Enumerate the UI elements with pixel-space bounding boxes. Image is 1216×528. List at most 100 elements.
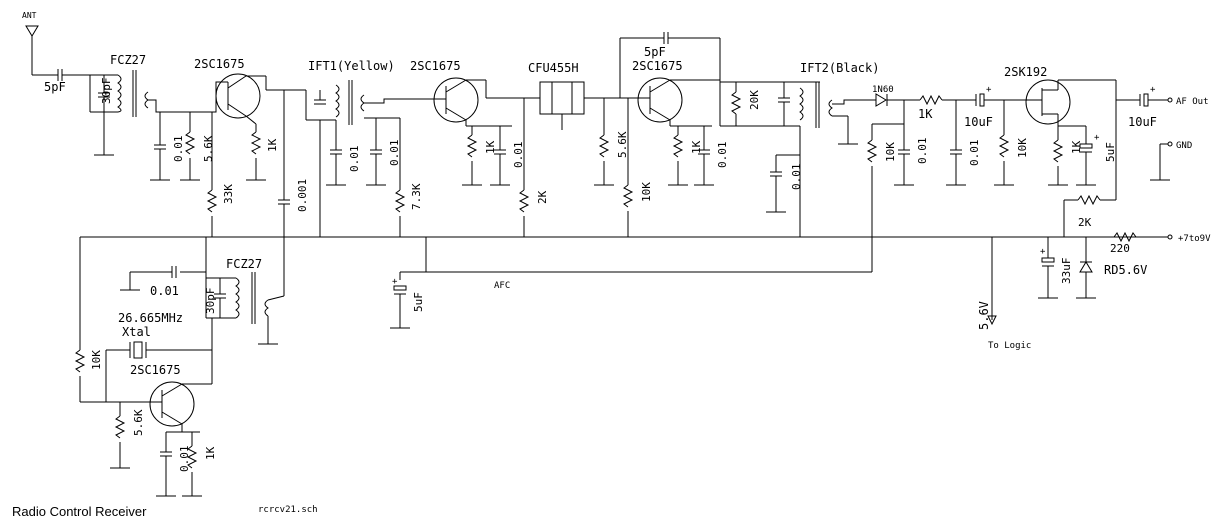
c-tank1-label: 30pF	[100, 78, 113, 105]
c-src-label: 5uF	[1104, 142, 1117, 162]
coil1-label: FCZ27	[110, 53, 146, 67]
resistor-icon	[1052, 139, 1064, 163]
ceramic-filter-icon	[539, 81, 585, 115]
resistor-icon	[184, 131, 196, 155]
gnd-label: GND	[1176, 141, 1192, 151]
xtal-label: Xtal	[122, 325, 151, 339]
resistor-icon	[622, 184, 634, 208]
coil2-label: FCZ27	[226, 257, 262, 271]
resistor-icon	[598, 134, 610, 158]
antenna-section: ANT 5pF FCZ27 30pF	[22, 11, 149, 156]
resistor-icon	[114, 415, 126, 439]
r-osc-e-label: 1K	[204, 446, 217, 460]
arrow-icon	[987, 315, 997, 326]
c-afc-label: 5uF	[412, 292, 425, 312]
af-out-label: AF Out	[1176, 97, 1209, 107]
q3-label: 2SC1675	[632, 59, 683, 73]
coil-icon	[117, 74, 122, 113]
resistor-icon	[74, 349, 86, 373]
r-osc-b-label: 5.6K	[132, 409, 145, 436]
transistor-icon	[215, 73, 261, 119]
c-gate-label: 0.01	[968, 140, 981, 167]
r-q2e-label: 1K	[484, 140, 497, 154]
crystal-icon	[133, 341, 143, 359]
r-q3e-label: 1K	[690, 140, 703, 154]
r-q1bias-label: 33K	[222, 184, 235, 204]
transistor-icon	[149, 381, 195, 427]
zener-icon	[1079, 261, 1093, 273]
schematic-title: Radio Control Receiver	[12, 504, 147, 519]
r-det-label: 1K	[918, 107, 933, 121]
q1-label: 2SC1675	[194, 57, 245, 71]
c-ant-label: 5pF	[44, 80, 66, 94]
r-src-label: 1K	[1070, 140, 1083, 154]
logic-label: To Logic	[988, 341, 1031, 351]
fet-icon	[1025, 79, 1071, 125]
fet-label: 2SK192	[1004, 65, 1047, 79]
c-osc-dec-label: 0.01	[150, 284, 179, 298]
q3-stage: 5pF 2SC1675 5.6K 10K 1K 0.01	[594, 32, 729, 237]
r-drain-label: 2K	[1078, 216, 1092, 229]
afc-section: + AFC 5uF	[390, 237, 510, 329]
electrolytic-capacitor-icon	[1143, 93, 1149, 107]
resistor-icon	[250, 131, 262, 155]
resistor-icon	[1077, 194, 1101, 206]
resistor-icon	[1113, 231, 1137, 243]
c-q1dec-label: 0.001	[296, 179, 309, 212]
r-q2c-label: 2K	[536, 190, 549, 204]
r-q1e-label: 1K	[266, 138, 279, 152]
svg-text:+: +	[1040, 247, 1046, 257]
supply-label: +7to9V	[1178, 234, 1211, 244]
c-q3e-label: 0.01	[716, 142, 729, 169]
c-supply-label: 33uF	[1060, 258, 1073, 285]
r-ift2-label: 20K	[748, 90, 761, 110]
transistor-icon	[637, 77, 683, 123]
r-osc-bias-label: 10K	[90, 350, 103, 370]
oscillator-section: 0.01 FCZ27 30pF 26.665MHz Xtal 2SC1675 1…	[74, 237, 285, 497]
zener-label: RD5.6V	[1104, 263, 1147, 277]
r-gate-label: 10K	[1016, 138, 1029, 158]
svg-text:+: +	[986, 85, 992, 95]
svg-text:+: +	[392, 277, 398, 287]
detector-section: 1N60 1K 10K 0.01	[832, 85, 972, 272]
electrolytic-capacitor-icon	[1079, 143, 1093, 149]
ift2-label: IFT2(Black)	[800, 61, 879, 75]
xtal-freq-label: 26.665MHz	[118, 311, 183, 325]
c-osc-e-label: 0.01	[178, 446, 191, 473]
fet-section: + + +	[946, 65, 1209, 237]
resistor-icon	[186, 445, 198, 469]
r-supply-label: 220	[1110, 242, 1130, 255]
r-q3b-label: 5.6K	[616, 131, 629, 158]
resistor-icon	[866, 139, 878, 163]
q2-label: 2SC1675	[410, 59, 461, 73]
svg-text:+: +	[1150, 85, 1156, 95]
filter-section: CFU455H	[528, 61, 640, 130]
c-q2b-label: 0.01	[388, 140, 401, 167]
filename-label: rcrcv21.sch	[258, 505, 318, 515]
ift2-section: IFT2(Black) 20K 0.01	[719, 61, 879, 237]
resistor-icon	[919, 94, 943, 106]
r-q1b-label: 5.6K	[202, 135, 215, 162]
afc-label: AFC	[494, 281, 510, 291]
electrolytic-capacitor-icon	[393, 285, 407, 291]
c-ift1-label: 0.01	[348, 146, 361, 173]
q2-stage: IFT1(Yellow) 2SC1675 0.01 0.01 7.3K 1K 0…	[305, 59, 549, 237]
diode-icon	[875, 93, 887, 107]
antenna-icon	[25, 25, 39, 37]
svg-text:+: +	[1094, 133, 1100, 143]
transistor-icon	[433, 77, 479, 123]
r-q3bias-label: 10K	[640, 182, 653, 202]
resistor-icon	[998, 134, 1010, 158]
resistor-icon	[518, 189, 530, 213]
c-couple-label: 10uF	[964, 115, 993, 129]
ant-label: ANT	[22, 11, 37, 20]
resistor-icon	[394, 189, 406, 213]
q1-stage: 2SC1675 0.01 5.6K 33K 1K 0.001	[148, 57, 309, 237]
filter-label: CFU455H	[528, 61, 579, 75]
resistor-icon	[206, 189, 218, 213]
q4-label: 2SC1675	[130, 363, 181, 377]
c-tank2-label: 30pF	[204, 288, 217, 315]
diode-label: 1N60	[872, 85, 894, 95]
c-q2e-label: 0.01	[512, 142, 525, 169]
